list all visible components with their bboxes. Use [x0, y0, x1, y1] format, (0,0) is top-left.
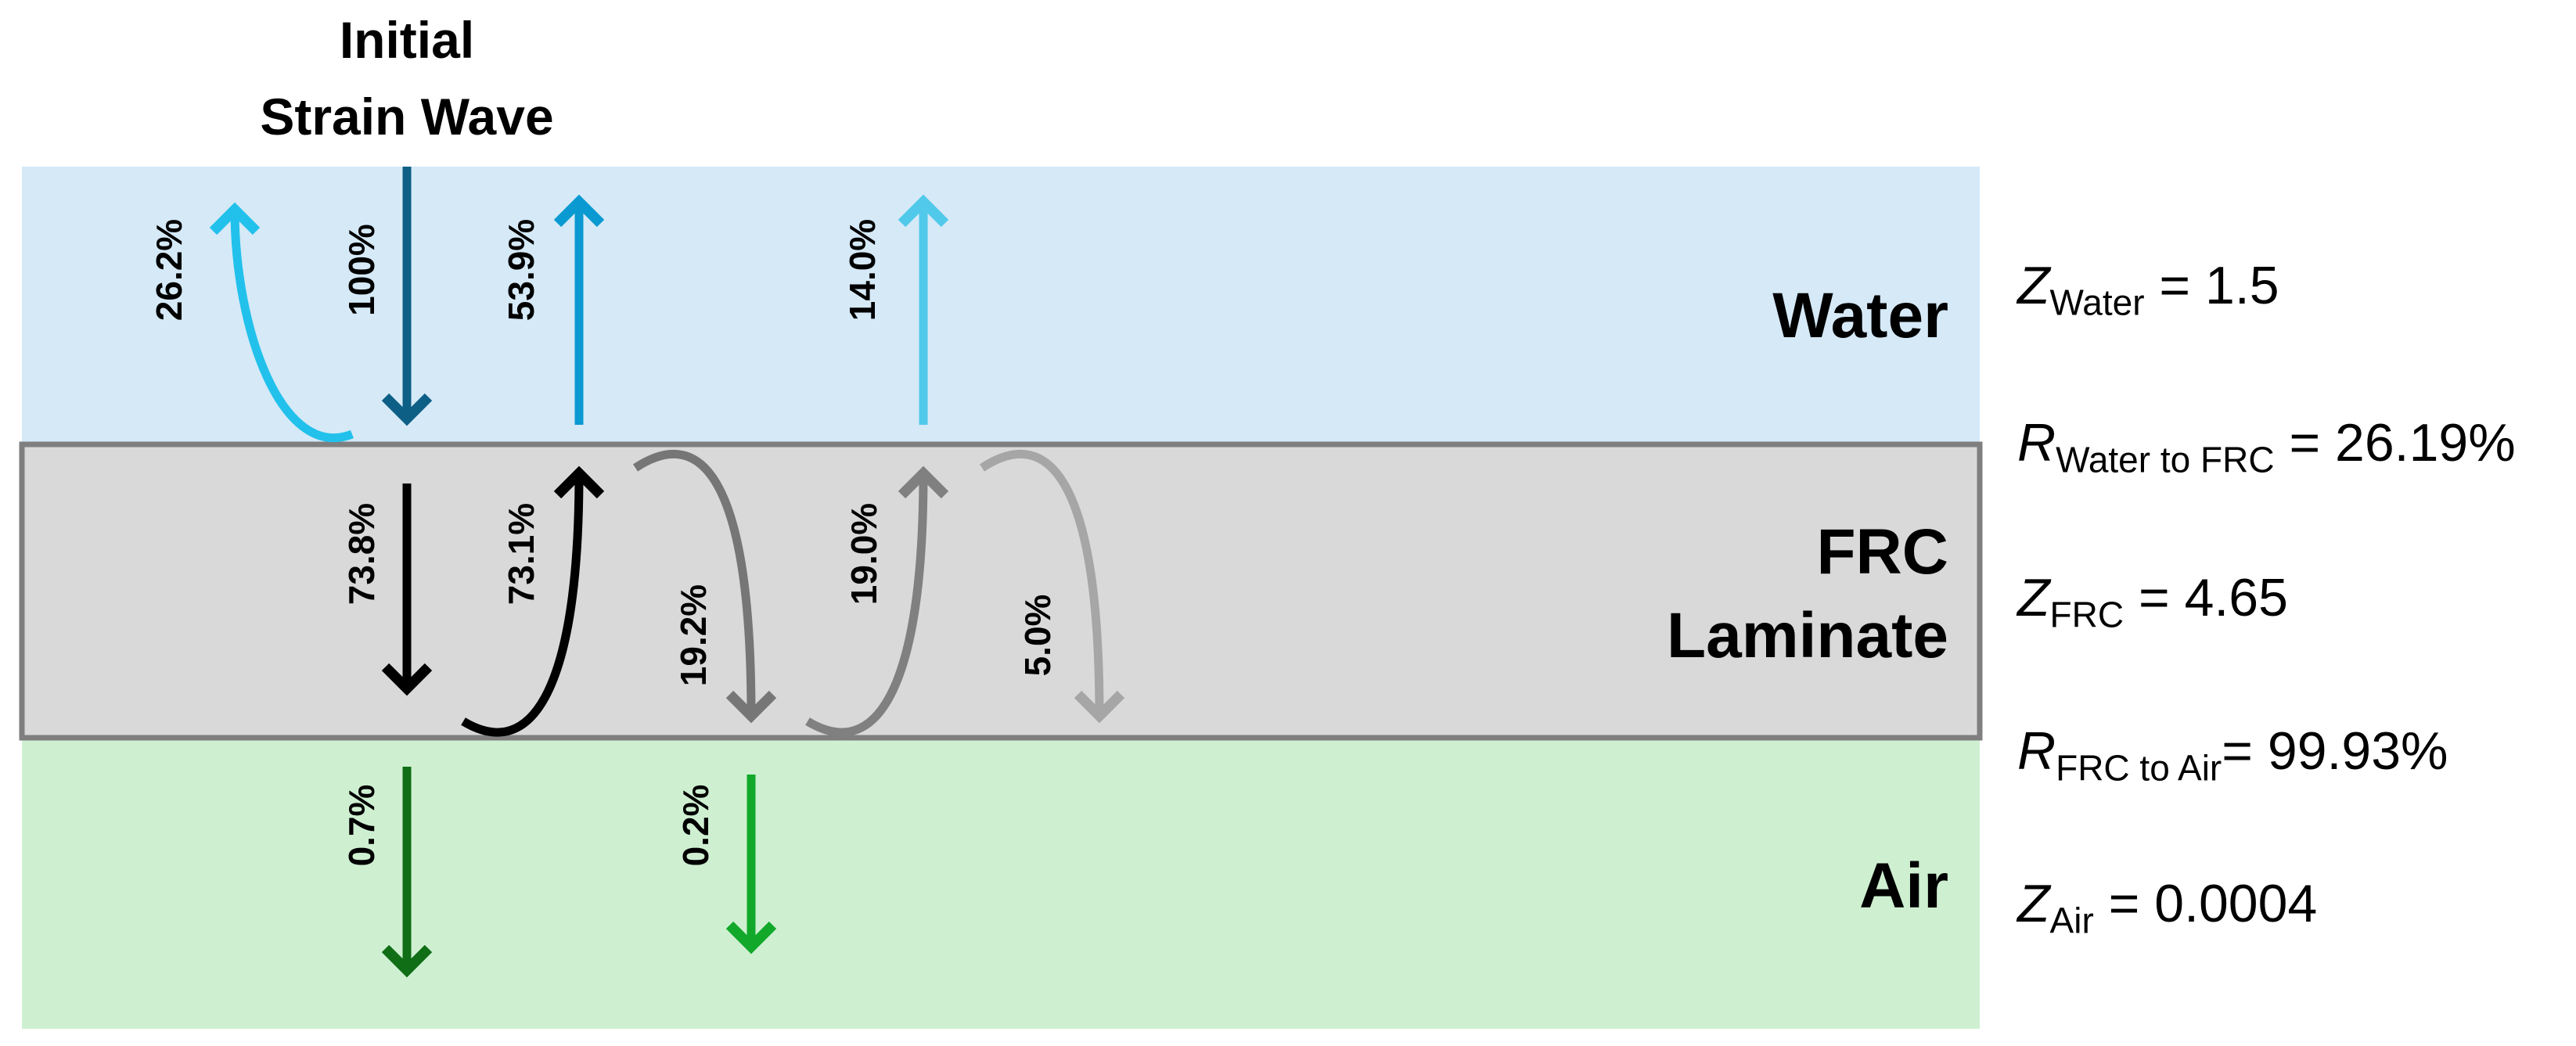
arrow-frc-up-73-1 [461, 465, 605, 737]
eq-symbol: Z [2017, 568, 2050, 627]
eq-subscript: FRC to Air [2056, 747, 2222, 789]
equation-z-air: ZAir = 0.0004 [2017, 874, 2318, 939]
water-label: Water [1772, 280, 1948, 351]
equation-r-water-to-frc: RWater to FRC = 26.19% [2017, 416, 2516, 478]
label-frc-up-73-1: 73.1% [501, 503, 541, 605]
eq-value: = 4.65 [2124, 568, 2288, 627]
arrow-frc-down-19-2 [632, 450, 777, 724]
eq-symbol: R [2017, 413, 2056, 473]
arrow-frc-up-19-0 [805, 465, 949, 737]
label-frc-down-19-2: 19.2% [673, 584, 714, 686]
air-label: Air [1859, 850, 1948, 922]
equation-z-frc: ZFRC = 4.65 [2017, 568, 2288, 633]
eq-value: = 26.19% [2274, 413, 2516, 473]
eq-value: = 0.0004 [2093, 874, 2318, 933]
eq-subscript: Water to FRC [2056, 439, 2275, 480]
eq-symbol: Z [2017, 256, 2050, 315]
label-air-0-2: 0.2% [675, 785, 716, 867]
label-incident-100: 100% [341, 224, 382, 316]
label-frc-down-73-8: 73.8% [341, 503, 382, 605]
title-line-1: Initial [340, 11, 474, 69]
arrow-reflect-26-2 [209, 202, 354, 443]
label-transmit-water-14-0: 14.0% [842, 219, 883, 321]
eq-subscript: Air [2049, 900, 2094, 941]
label-frc-down-5-0: 5.0% [1017, 595, 1058, 677]
water-layer [22, 167, 1980, 444]
eq-subscript: Water [2049, 282, 2145, 323]
frc-laminate-layer [19, 441, 1983, 741]
frc-label-line-2: Laminate [1667, 600, 1948, 671]
label-transmit-water-53-9: 53.9% [501, 219, 541, 321]
eq-symbol: Z [2017, 874, 2050, 933]
equation-z-water: ZWater = 1.5 [2017, 256, 2279, 321]
title-line-2: Strain Wave [260, 88, 553, 146]
label-reflect-26-2: 26.2% [149, 219, 189, 321]
frc-label-line-1: FRC [1816, 516, 1948, 588]
eq-value: = 1.5 [2144, 256, 2279, 315]
equation-r-frc-to-air: RFRC to Air= 99.93% [2017, 721, 2448, 786]
eq-subscript: FRC [2049, 594, 2124, 635]
air-layer [22, 738, 1980, 1029]
arrow-frc-down-5-0 [979, 450, 1125, 724]
label-air-0-7: 0.7% [341, 785, 382, 867]
label-frc-up-19-0: 19.0% [844, 503, 884, 605]
eq-value: = 99.93% [2222, 721, 2448, 781]
eq-symbol: R [2017, 721, 2056, 781]
